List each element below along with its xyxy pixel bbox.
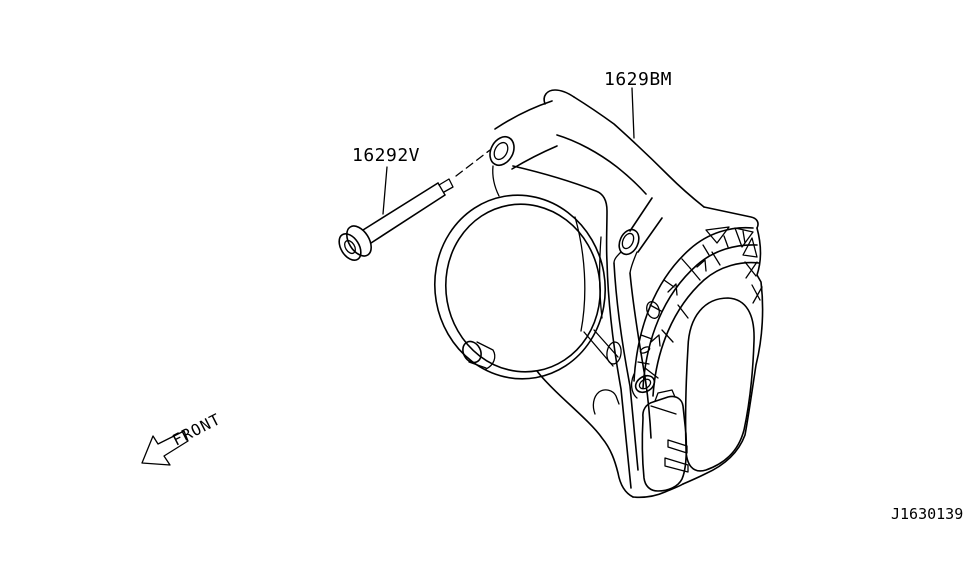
throttle-bore [433,194,607,380]
upper-ear-cylinder [629,197,663,253]
top-shelf [703,206,759,229]
bolt-tip [438,178,454,193]
side-oval-boss [606,341,622,365]
left-body-edge [512,165,632,489]
part-label-16292v[interactable]: 16292V [352,145,420,166]
casting-step-lines [583,329,619,367]
bore-depth-arc [574,216,586,332]
edge-x-ribs [744,261,763,304]
connector-rib-1 [667,439,688,454]
fan-spokes [644,251,721,379]
lower-ear-face [634,374,656,394]
bolt-shaft-bottom [370,194,446,244]
stub-edges [468,341,496,370]
right-silhouette [682,227,764,485]
lower-stub [592,389,620,415]
lower-ear-hole [638,378,652,390]
leader-line-16292v [382,166,388,215]
side-wall-line [598,236,603,319]
fan-rib-ticks [637,230,746,365]
upper-left-mount-boss [489,100,558,197]
connector-top-face [650,405,677,415]
bolt-shaft-top [362,182,439,231]
boss-to-rim-line [492,165,500,197]
corner-triangle-ribs [705,226,758,258]
fan-arc-outer [633,226,754,382]
fan-gussets [650,259,707,347]
part-label-1629bm[interactable]: 1629BM [604,69,672,90]
lower-ear-bulge [630,373,638,399]
peak-outline [543,89,575,105]
flange-ear-connectors [613,251,638,274]
bottom-edge [632,483,684,499]
bore-outer-rim [433,194,607,380]
front-arrow-icon [141,430,189,466]
gear-cover-dome [684,297,755,472]
front-direction-indicator: FRONT [141,410,224,466]
boss-top-edge [494,100,553,130]
bolt-socket-hole [344,239,356,255]
fan-arc-mid [642,244,758,389]
flange-front-left-edge [613,262,639,471]
bolt-head-face [338,233,362,261]
connector-rib-2 [664,457,689,473]
bolt-axis-dashed-line [455,149,491,177]
bore-inner-rim [444,203,602,373]
bolt-flange [346,225,372,257]
fan-arc-inner [652,261,760,397]
figure-id-label: J1630139 [891,505,963,523]
top-contour [573,96,705,208]
upper-ear-face [618,228,640,256]
sector-gear-ribs [633,226,763,472]
boss-bolt-hole [493,141,509,161]
connector-outline [641,395,688,492]
leader-line-1629bm [631,87,635,139]
connector-top-tab [654,389,676,402]
boss-bottom-edge [511,145,558,170]
connector-block [641,389,689,492]
stub-end-face [462,340,482,364]
lower-silhouette [536,370,634,498]
bolt-16292v [338,149,491,261]
front-label: FRONT [170,410,224,449]
boss-end-face [489,135,515,167]
throttle-body-1629bm [433,89,764,499]
lower-left-stub-boss [462,340,496,370]
mid-contour [556,134,647,195]
body-outline [512,89,764,499]
upper-ear-hole [621,232,635,250]
